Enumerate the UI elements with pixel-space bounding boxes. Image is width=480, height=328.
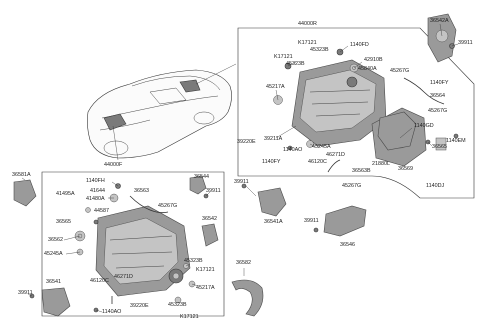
front-assembly-frame [41, 171, 225, 317]
rear-assembly-frame [237, 27, 475, 199]
rear-bracket-36542A [427, 13, 457, 63]
label-1140AO-f: 1140AO [102, 309, 121, 315]
label-39911-f: 39911 [206, 188, 221, 194]
label-39911-r2: 39911 [304, 218, 319, 224]
label-36542A: 36542A [430, 18, 449, 24]
label-36582: 36582 [236, 260, 251, 266]
label-39220E-r: 39220E [237, 139, 256, 145]
label-1140DJ: 1140DJ [426, 183, 444, 189]
label-36565-f: 36565 [56, 219, 71, 225]
label-1140FH: 1140FH [86, 178, 105, 184]
label-39911-bl: 39911 [18, 290, 33, 296]
label-36541A: 36541A [264, 219, 283, 225]
label-45323B-b: 45323B [286, 61, 305, 67]
label-45217A-f: 45217A [196, 285, 215, 291]
label-39220E-f: 39220E [130, 303, 149, 309]
label-1140AO-r: 1140AO [283, 147, 302, 153]
label-1140GD: 1140GD [414, 123, 434, 129]
label-39911-mid: 39911 [234, 179, 249, 185]
front-bracket-36544 [189, 175, 207, 195]
cover-36546 [313, 205, 367, 237]
label-39911-tr: 39911 [458, 40, 473, 46]
label-45245A-f: 45245A [44, 251, 63, 257]
label-45323B-f1: 45323B [184, 258, 203, 264]
label-39211A: 39211A [264, 136, 283, 142]
label-46271D-f: 46271D [114, 274, 133, 280]
label-45323B-f2: 45323B [168, 302, 187, 308]
label-44587: 44587 [94, 208, 109, 214]
label-45245A-r: 45245A [312, 144, 331, 150]
label-45267G-r3: 45267G [342, 183, 361, 189]
label-36544: 36544 [194, 174, 209, 180]
label-K17121-f2: K17121 [180, 314, 199, 320]
label-45840A: 45840A [358, 66, 377, 72]
label-36581A: 36581A [12, 172, 31, 178]
label-41480A: 41480A [86, 196, 105, 202]
label-1140FY-r2: 1140FY [262, 159, 281, 165]
label-21880L: 21880L [372, 161, 390, 167]
label-36563: 36563 [134, 188, 149, 194]
label-45267G-f: 45267G [158, 203, 177, 209]
label-46120C-r: 46120C [308, 159, 327, 165]
label-36564: 36564 [430, 93, 445, 99]
label-K17121-a: K17121 [298, 40, 317, 46]
label-K17121-f1: K17121 [196, 267, 215, 273]
label-45217A-r: 45217A [266, 84, 285, 90]
rear-motor-housing [291, 59, 387, 147]
label-44000R: 44000R [298, 21, 317, 27]
label-K17121-b: K17121 [274, 54, 293, 60]
front-shield-36541 [29, 287, 71, 317]
front-cover-36542 [201, 223, 219, 247]
front-bracket-36581A [13, 179, 37, 207]
label-36569: 36569 [398, 166, 413, 172]
label-46271D-r: 46271D [326, 152, 345, 158]
label-1140FY-r: 1140FY [430, 80, 449, 86]
label-36546: 36546 [340, 242, 355, 248]
label-36565-r: 36565 [432, 144, 447, 150]
label-45323B-a: 45323B [310, 47, 329, 53]
label-41495A: 41495A [56, 191, 75, 197]
front-shield-36582 [231, 279, 264, 317]
shield-36541A [241, 183, 287, 217]
label-45267G-r2: 45267G [428, 108, 447, 114]
label-1140EM: 1140EM [446, 138, 466, 144]
label-36542: 36542 [202, 216, 217, 222]
label-1140FD: 1140FD [350, 42, 369, 48]
label-36563B: 36563B [352, 168, 371, 174]
front-motor-housing [95, 205, 191, 297]
label-36562: 36562 [48, 237, 63, 243]
label-46120C-f: 46120C [90, 278, 109, 284]
label-36541: 36541 [46, 279, 61, 285]
front-cable-36563 [129, 195, 169, 214]
vehicle-illustration [87, 63, 237, 161]
label-41644: 41644 [90, 188, 105, 194]
rear-cable-36564 [403, 77, 445, 105]
label-42910B: 42910B [364, 57, 383, 63]
label-45267G-r1: 45267G [390, 68, 409, 74]
rear-cover-21880L [377, 111, 417, 151]
label-44000F: 44000F [104, 162, 123, 168]
